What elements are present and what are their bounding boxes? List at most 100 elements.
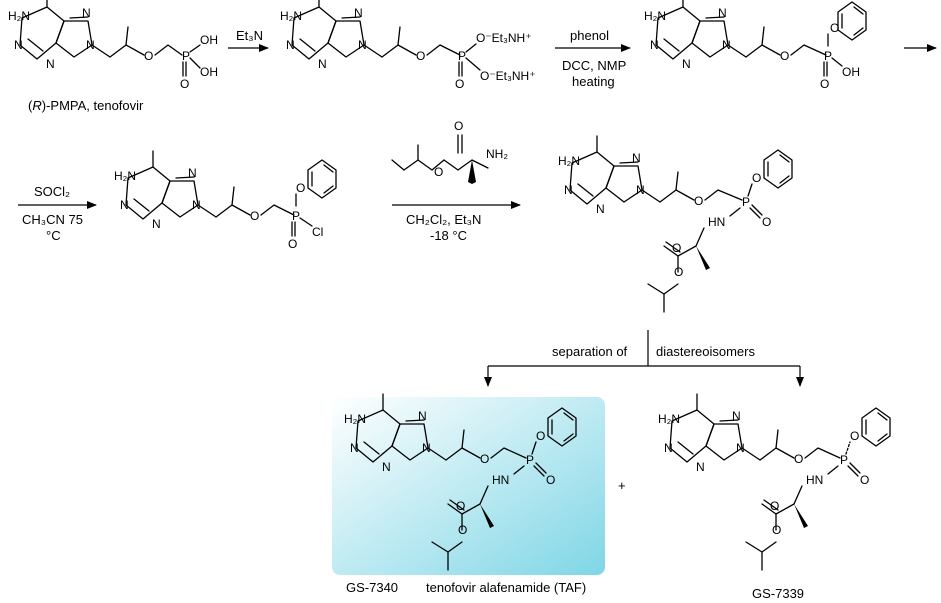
svg-text:O: O	[296, 181, 305, 195]
svg-text:N: N	[192, 198, 201, 212]
tenofovir-structure: H₂N N N N N O P OH OH O	[8, 0, 218, 91]
svg-text:H₂N: H₂N	[658, 412, 680, 426]
svg-text:N: N	[732, 409, 741, 423]
taf-structure: H₂N N N N N O P O O HN O O	[344, 393, 577, 571]
svg-text:OH: OH	[200, 33, 218, 47]
svg-text:N: N	[736, 441, 745, 455]
svg-text:O: O	[830, 21, 839, 35]
svg-text:HN: HN	[708, 215, 725, 229]
svg-text:H₂N: H₂N	[344, 412, 366, 426]
separation-label-left: separation of	[552, 344, 628, 359]
gs7339-code-label: GS-7339	[752, 586, 804, 601]
svg-text:O: O	[820, 77, 829, 91]
svg-text:P: P	[742, 195, 750, 209]
svg-text:P: P	[840, 453, 848, 467]
svg-text:O: O	[458, 523, 467, 537]
svg-text:P: P	[458, 49, 466, 63]
svg-text:N: N	[382, 460, 391, 474]
svg-text:N: N	[152, 217, 161, 231]
step3-reagent-mid: CH₃CN 75	[22, 212, 83, 227]
svg-text:O: O	[456, 499, 465, 513]
bis-salt-structure: H₂N N N N N O P O⁻Et₃NH⁺ O⁻Et₃NH⁺ O	[280, 0, 536, 91]
svg-text:N: N	[650, 38, 659, 52]
svg-text:H₂N: H₂N	[114, 169, 136, 183]
separation-label-right: diastereoisomers	[656, 344, 755, 359]
plus-sign: +	[618, 478, 626, 493]
svg-text:NH₂: NH₂	[486, 147, 508, 161]
svg-text:N: N	[358, 38, 367, 52]
svg-text:N: N	[664, 441, 673, 455]
tenofovir-label: (R)-PMPA, tenofovir	[28, 98, 144, 113]
svg-text:P: P	[292, 209, 300, 223]
svg-text:O: O	[780, 49, 789, 63]
step2-reagent-mid: DCC, NMP	[562, 58, 626, 73]
svg-text:HN: HN	[806, 473, 823, 487]
svg-text:O: O	[288, 237, 297, 251]
svg-text:O⁻Et₃NH⁺: O⁻Et₃NH⁺	[480, 69, 536, 83]
step1-reagent: Et₃N	[236, 28, 263, 43]
svg-text:O: O	[480, 452, 489, 466]
svg-text:O⁻Et₃NH⁺: O⁻Et₃NH⁺	[476, 31, 532, 45]
step2-reagent-bot: heating	[572, 74, 615, 89]
svg-text:N: N	[722, 38, 731, 52]
svg-text:N: N	[696, 460, 705, 474]
svg-text:H₂N: H₂N	[558, 154, 580, 168]
taf-name-label: tenofovir alafenamide (TAF)	[426, 580, 586, 595]
taf-highlight-box	[332, 397, 605, 575]
svg-text:N: N	[564, 183, 573, 197]
taf-code-label: GS-7340	[346, 580, 398, 595]
step4-reagent-mid: CH₂Cl₂, Et₃N	[406, 212, 481, 227]
svg-text:O: O	[454, 119, 463, 133]
svg-text:Cl: Cl	[312, 225, 323, 239]
svg-text:N: N	[354, 6, 363, 20]
svg-text:P: P	[526, 453, 534, 467]
svg-text:N: N	[318, 57, 327, 71]
isopropyl-alaninate-reagent: O O NH₂	[391, 119, 508, 184]
svg-text:N: N	[188, 166, 197, 180]
svg-text:O: O	[770, 499, 779, 513]
svg-text:N: N	[418, 409, 427, 423]
svg-text:N: N	[286, 38, 295, 52]
svg-text:N: N	[86, 38, 95, 52]
svg-text:O: O	[860, 473, 869, 487]
svg-text:O: O	[672, 241, 681, 255]
svg-text:OH: OH	[842, 65, 860, 79]
svg-text:O: O	[250, 209, 259, 223]
svg-text:OH: OH	[200, 65, 218, 79]
svg-text:P: P	[824, 49, 832, 63]
svg-text:N: N	[14, 38, 23, 52]
svg-text:O: O	[772, 523, 781, 537]
monophenyl-ester-structure: H₂N N N N N O P O OH O	[644, 0, 867, 91]
svg-text:N: N	[636, 183, 645, 197]
svg-text:O: O	[536, 429, 545, 443]
gs7339-structure: H₂N N N N N O P O O HN O O	[658, 393, 891, 571]
svg-text:N: N	[718, 6, 727, 20]
svg-text:O: O	[546, 473, 555, 487]
svg-text:N: N	[596, 202, 605, 216]
svg-text:O: O	[674, 265, 683, 279]
step3-reagent-top: SOCl₂	[34, 184, 70, 199]
svg-text:O: O	[850, 429, 859, 443]
svg-text:H₂N: H₂N	[280, 9, 302, 23]
svg-text:O: O	[694, 194, 703, 208]
step3-reagent-bot: °C	[46, 228, 61, 243]
svg-text:N: N	[120, 198, 129, 212]
svg-text:N: N	[350, 441, 359, 455]
svg-text:O: O	[762, 215, 771, 229]
svg-text:N: N	[422, 441, 431, 455]
svg-text:O: O	[455, 77, 464, 91]
svg-text:O: O	[180, 77, 189, 91]
phosphonamidate-mixture-structure: H₂N N N N N O P O O HN O O	[558, 135, 793, 313]
svg-text:O: O	[416, 49, 425, 63]
svg-text:O: O	[434, 165, 443, 179]
svg-text:N: N	[632, 151, 641, 165]
step4-reagent-bot: -18 °C	[430, 228, 467, 243]
phosphonochloridate-structure: H₂N N N N N O P O Cl O	[114, 150, 337, 251]
svg-text:N: N	[46, 57, 55, 71]
svg-text:H₂N: H₂N	[644, 9, 666, 23]
svg-text:O: O	[144, 49, 153, 63]
svg-text:O: O	[752, 171, 761, 185]
svg-text:N: N	[82, 6, 91, 20]
svg-text:HN: HN	[492, 473, 509, 487]
